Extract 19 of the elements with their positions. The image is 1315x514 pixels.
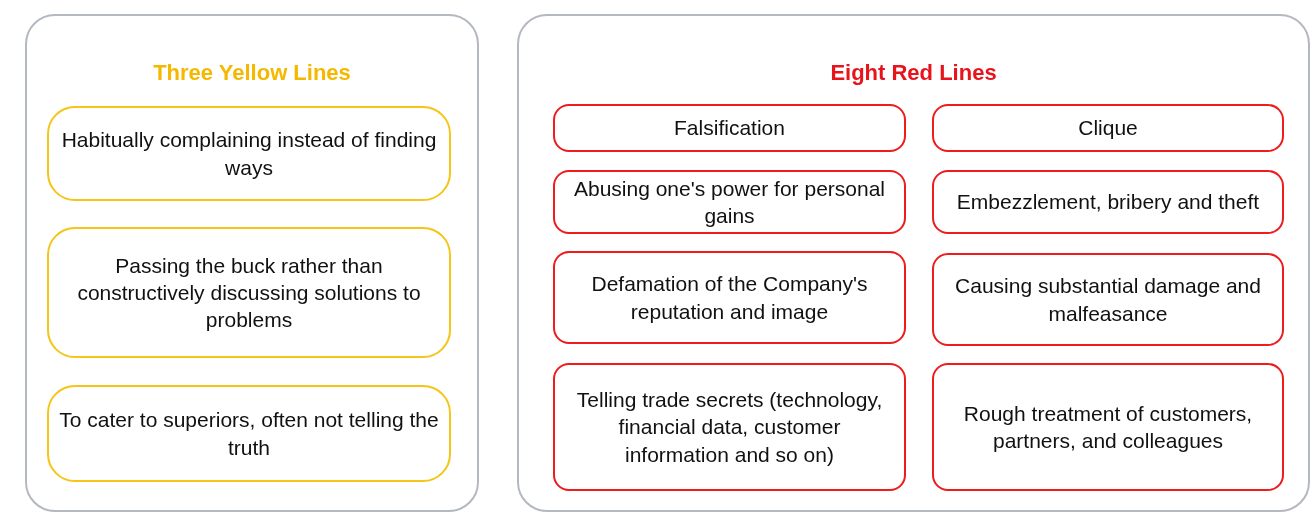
rule-text: To cater to superiors, often not telling the truth xyxy=(59,407,439,461)
rule-text: Rough treatment of customers, partners, and colleagues xyxy=(962,400,1254,454)
rule-text: Causing substantial damage and malfeasance xyxy=(954,273,1262,327)
rule-box xyxy=(932,104,1284,152)
rule-text: Embezzlement, bribery and theft xyxy=(956,189,1260,216)
rule-box xyxy=(553,104,906,152)
rule-box xyxy=(47,385,451,482)
panel-title: Eight Red Lines xyxy=(829,60,998,86)
rule-text: Clique xyxy=(1078,115,1138,142)
rule-text: Passing the buck rather than constructively discussing solutions to problems xyxy=(76,252,422,334)
rule-text: Falsification xyxy=(674,115,785,142)
panel xyxy=(25,14,479,512)
rule-text: Telling trade secrets (technology, financial data, customer information and so on) xyxy=(575,387,884,468)
panel-title: Three Yellow Lines xyxy=(152,60,352,86)
rule-text: Abusing one's power for personal gains xyxy=(572,175,886,229)
rule-text: Defamation of the Company's reputation and image xyxy=(590,271,869,325)
rule-box xyxy=(47,106,451,201)
panel xyxy=(517,14,1310,512)
rule-text: Habitually complaining instead of finding ways xyxy=(60,127,438,181)
